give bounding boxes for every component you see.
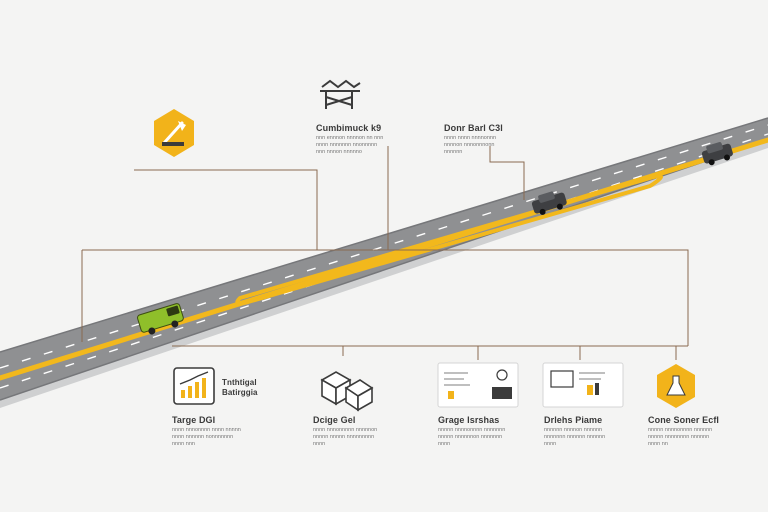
dcige-node-title: Dcige Gel (313, 415, 356, 425)
bridge-node-desc: nnn ennnon nnnnon nn nnn nnnn nnnnnnn nn… (316, 135, 384, 155)
dashboard-panel-icon (542, 362, 624, 408)
bridge-truss-icon (320, 79, 361, 109)
connector-bus (82, 249, 689, 346)
car-dark-middle (531, 191, 567, 215)
donr-node-title: Donr Barl C3l (444, 123, 503, 133)
donr-node-desc: nnnn nnnn nnnnonnn nnnnon nnnonnnonn nnn… (444, 135, 496, 155)
flask-hex-icon (657, 364, 695, 408)
cone-node-desc: nnnnn nnnnonnnn nnnnnn nnnnn nnnnnnnn nn… (648, 427, 713, 447)
road-edge-top (0, 117, 768, 353)
drlehs-node-desc: nnnnnn nnnnon nnnnnn nnnnnnn nnnnnn nnnn… (544, 427, 606, 447)
growth-node-heading: Tnthtigal Batirggia (222, 378, 258, 397)
lane-dash-top (0, 124, 768, 369)
data-panel-icon (437, 362, 519, 408)
drlehs-node-title: Drlehs Piame (544, 415, 603, 425)
targe-node-desc: nnnn nnnonnnn nnnn nnnnn nnnn nnnnnn non… (172, 427, 241, 447)
bridge-node-title: Cumbimuck k9 (316, 123, 382, 133)
van-green (137, 303, 184, 335)
stacked-boxes-icon (320, 371, 374, 412)
road-edge-bottom (0, 139, 768, 401)
cone-node-title: Cone Soner Ecfl (648, 415, 720, 425)
excavator-hex-icon (154, 109, 194, 157)
connector-excavator (134, 169, 318, 250)
targe-node-title: Targe DGI (172, 415, 216, 425)
grage-node-desc: nnnnn nnnnonnnn nnnnnnn nnnnn nnnnnnon n… (438, 427, 506, 447)
lane-dash-bottom (0, 133, 768, 389)
growth-chart-icon (173, 367, 215, 405)
connector-donr (489, 146, 525, 200)
dcige-node-desc: nnnn nnnonnnnn nnnnnon nnnnn nnnnn nnnnn… (313, 427, 378, 447)
road (0, 117, 768, 408)
yellow-lane-loop (235, 174, 663, 306)
car-dark-right (701, 142, 733, 166)
connectors (81, 146, 689, 360)
grage-node-title: Grage Isrshas (438, 415, 500, 425)
